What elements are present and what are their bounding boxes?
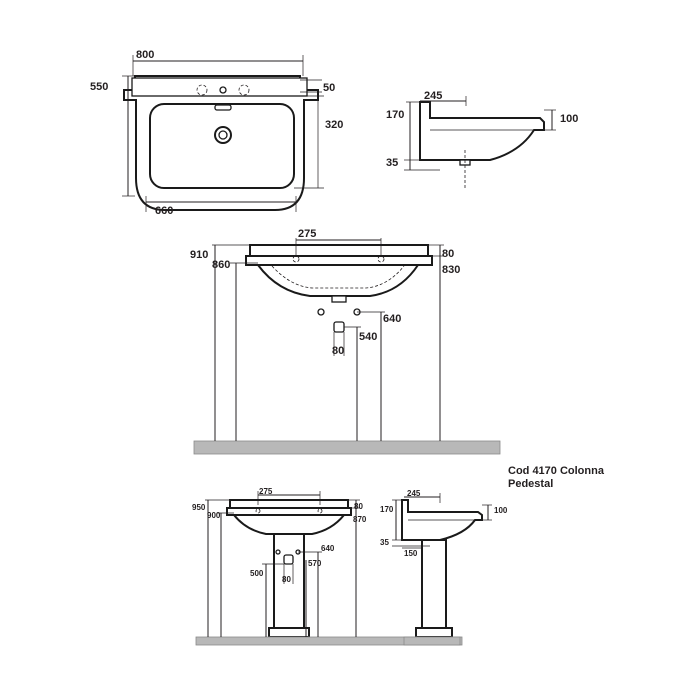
tap-hole-center xyxy=(219,86,227,94)
ped-basin-bowl xyxy=(231,514,347,535)
wall-floor xyxy=(193,440,501,455)
ped-floor xyxy=(195,636,463,646)
wall-tap-left xyxy=(292,255,300,263)
ped-dim-waste-500: 500 xyxy=(250,569,264,578)
dim-height-910: 910 xyxy=(190,249,208,261)
ped-dim-tap-spacing-275: 275 xyxy=(259,487,273,496)
ped-side-dim-35: 35 xyxy=(380,538,389,547)
pedestal-front-view: 275 950 900 80 870 640 570 500 80 xyxy=(192,487,463,646)
dim-projection-245: 245 xyxy=(424,90,442,102)
ped-side-dim-245: 245 xyxy=(407,489,421,498)
dim-height-830: 830 xyxy=(442,264,460,276)
dim-depth-550: 550 xyxy=(90,81,108,93)
dim-rim-80: 80 xyxy=(442,248,454,260)
pedestal-side-view: 245 170 35 150 100 xyxy=(380,489,508,646)
wall-waste-trap xyxy=(333,321,345,333)
top-side-view: 245 170 35 100 xyxy=(386,90,578,190)
dim-drain-35: 35 xyxy=(386,157,398,169)
caption-line-1: Cod 4170 Colonna xyxy=(508,465,605,477)
overflow-slot xyxy=(214,104,232,111)
drain-hole-inner xyxy=(218,130,228,140)
wall-basin-rim xyxy=(245,255,433,266)
wall-valve-left xyxy=(317,308,325,316)
ped-side-column xyxy=(421,539,447,631)
dim-waste-540: 540 xyxy=(359,331,377,343)
wall-basin-top xyxy=(249,244,429,257)
wall-tap-right xyxy=(377,255,385,263)
ped-dim-waste-570: 570 xyxy=(308,559,322,568)
caption-line-2: Pedestal xyxy=(508,478,553,490)
dim-height-860: 860 xyxy=(212,259,230,271)
ped-dim-waste-640: 640 xyxy=(321,544,335,553)
ped-basin-rim xyxy=(226,507,352,516)
ped-side-dim-170: 170 xyxy=(380,505,394,514)
ped-side-floor xyxy=(403,636,461,646)
dim-tap-offset-50: 50 xyxy=(323,82,335,94)
dim-rim-100: 100 xyxy=(560,113,578,125)
ped-side-dim-100: 100 xyxy=(494,506,508,515)
wall-waste-pipe xyxy=(331,295,347,303)
dim-height-170: 170 xyxy=(386,109,404,121)
ped-side-dim-150: 150 xyxy=(404,549,418,558)
ped-waste-trap xyxy=(283,554,294,565)
dim-tap-spacing-275: 275 xyxy=(298,228,316,240)
dim-width-800: 800 xyxy=(136,49,154,61)
tap-hole-left xyxy=(196,84,208,96)
tap-hole-right xyxy=(238,84,250,96)
ped-dim-waste-width-80: 80 xyxy=(282,575,291,584)
basin-back-ledge xyxy=(131,77,308,97)
plan-view: 800 550 50 320 660 xyxy=(90,49,343,217)
dim-bracket-660: 660 xyxy=(155,205,173,217)
dim-waste-640: 640 xyxy=(383,313,401,325)
ped-dim-height-870: 870 xyxy=(353,515,367,524)
basin-bowl xyxy=(149,103,295,189)
side-basin-profile xyxy=(419,101,545,161)
wall-front-view: 275 910 860 80 830 640 540 80 xyxy=(190,228,501,455)
ped-side-base xyxy=(415,627,453,638)
dim-basin-320: 320 xyxy=(325,119,343,131)
wall-basin-bowl xyxy=(256,264,420,297)
dim-waste-width-80: 80 xyxy=(332,345,344,357)
ped-dim-height-950: 950 xyxy=(192,503,206,512)
ped-dim-height-900: 900 xyxy=(207,511,221,520)
ped-basin-top xyxy=(229,499,349,509)
ped-dim-rim-80: 80 xyxy=(354,502,363,511)
ped-base xyxy=(268,627,310,638)
